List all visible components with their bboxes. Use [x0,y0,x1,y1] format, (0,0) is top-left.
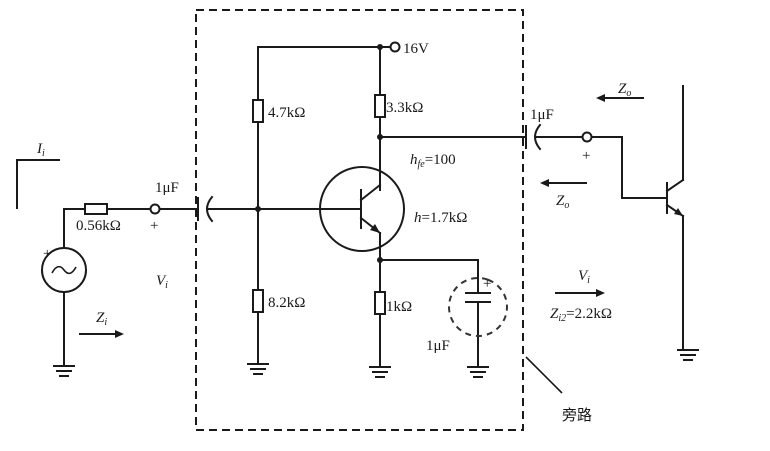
source-plus: + [43,246,51,262]
r-emitter-label: 1kΩ [386,299,412,315]
c-out-label: 1μF [530,107,554,123]
r-source-label: 0.56kΩ [76,218,121,234]
c-bypass-plus: + [483,276,491,292]
bypass-label: 旁路 [562,406,592,424]
resistor-4-7k [252,99,264,123]
output-plus: + [582,148,590,164]
hie-label: h=1.7kΩ [414,210,467,226]
output-section: + 1μF Zo Zo Vi Zi2=2.2kΩ [525,81,685,349]
hfe-label: hfe=100 [410,152,456,170]
vi-right-label: Vi [578,268,590,286]
r-bottom-left-label: 8.2kΩ [268,295,305,311]
c-bypass-label: 1μF [426,338,450,354]
zi-label: Zi [96,310,107,328]
transistor-q1 [319,166,405,261]
collector-branch: 3.3kΩ [374,46,527,191]
c-in-label: 1μF [155,180,179,196]
bias-divider: 4.7kΩ 8.2kΩ [252,46,305,363]
r-collector-label: 3.3kΩ [386,100,423,116]
output-terminal [581,131,593,143]
ground-symbols [53,349,699,378]
dashed-boundary [195,9,524,431]
ii-label: Ii [36,141,45,159]
resistor-8-2k [252,289,264,313]
r-top-left-label: 4.7kΩ [268,105,305,121]
resistor-3-3k [374,94,386,118]
input-plus: + [150,218,158,234]
resistor-0-56k [84,203,108,215]
zi2-label: Zi2=2.2kΩ [550,306,612,324]
vi-left-label: Vi [156,273,168,291]
bypass-pointer [525,356,563,394]
zo-top-label: Zo [618,81,631,99]
supply-rail: 16V [257,41,429,57]
supply-voltage-label: 16V [403,41,429,57]
input-terminal [149,203,161,215]
emitter-branch: 1kΩ + 1μF [374,257,508,366]
zo-mid-label: Zo [556,193,569,211]
input-section: Ii + 0.56kΩ + 1μF Vi Zi [16,141,362,363]
bypass-dashed-circle [448,277,508,337]
resistor-1k [374,291,386,315]
